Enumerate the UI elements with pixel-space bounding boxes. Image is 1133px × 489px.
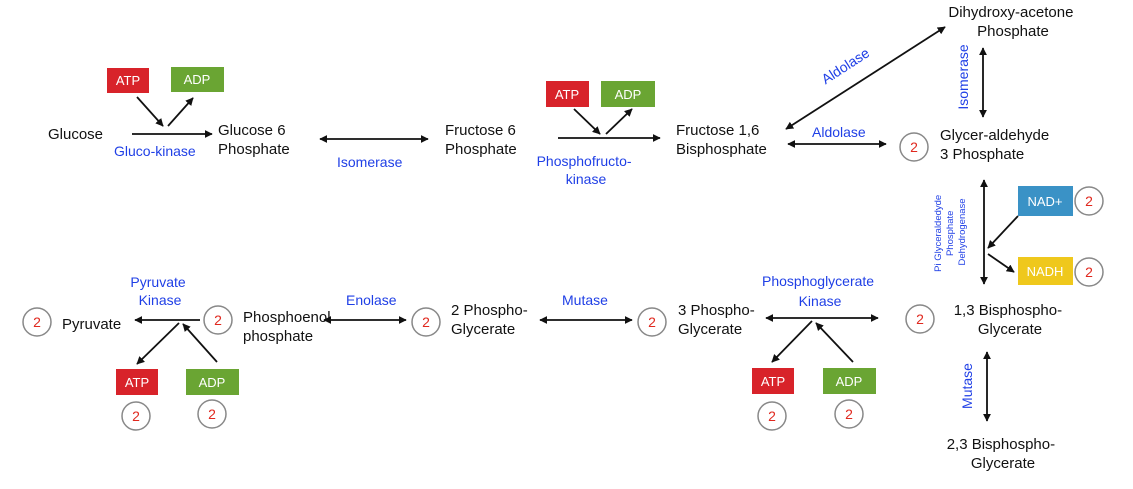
cofactors: ATP ADP ATP ADP NAD+ NADH ATP ADP [107,67,1073,395]
svg-text:2: 2 [1085,193,1093,209]
phosphoenolpyruvate-label: Phosphoenol phosphate [243,309,335,345]
3-phosphoglycerate-label: 3 Phospho- Glycerate [678,302,759,338]
svg-text:NADH: NADH [1027,264,1064,279]
svg-text:ATP: ATP [761,374,785,389]
count-circle-2pg: 2 [411,307,441,337]
svg-text:NAD+: NAD+ [1027,194,1062,209]
glucose-6-phosphate-label: Glucose 6 Phosphate [218,122,290,158]
fructose-1-6-bisphosphate-label: Fructose 1,6 Bisphosphate [676,122,767,158]
pyruvate-kinase-label: Pyruvate Kinase [130,274,189,308]
glucokinase-label: Gluco-kinase [114,143,196,159]
fructose-6-phosphate-label: Fructose 6 Phosphate [445,122,520,158]
svg-text:ADP: ADP [184,72,211,87]
arrow-atp-in-1 [136,96,164,127]
svg-text:ATP: ATP [116,73,140,88]
svg-text:2: 2 [214,312,222,328]
svg-text:ATP: ATP [125,375,149,390]
mutase-horizontal-label: Mutase [562,292,608,308]
glyceraldehyde-3-phosphate-label: Glycer-aldehyde 3 Phosphate [940,127,1053,163]
stoichiometry-circles: 2 2 2 2 2 2 2 2 [22,132,1104,431]
glucose-label: Glucose [48,126,103,143]
svg-text:2: 2 [916,311,924,327]
svg-text:ADP: ADP [615,87,642,102]
aldolase-upper-label: Aldolase [818,44,872,87]
count-circle-3pg: 2 [637,307,667,337]
count-circle-atp-pgk: 2 [757,401,787,431]
adp-box-glucokinase: ADP [171,67,224,92]
count-circle-pyruvate: 2 [22,307,52,337]
arrow-atp-in-2 [573,108,601,135]
isomerase-label-2: Isomerase [955,44,971,110]
2-phosphoglycerate-label: 2 Phospho- Glycerate [451,302,532,338]
svg-text:2: 2 [845,406,853,422]
count-circle-nadh: 2 [1074,257,1104,287]
dihydroxyacetone-phosphate-label: Dihydroxy-acetone Phosphate [948,4,1077,40]
count-circle-atp-pyruvate-kinase: 2 [121,401,151,431]
arrow-atp-out-4 [136,322,180,365]
count-circle-nad-plus: 2 [1074,186,1104,216]
enolase-label: Enolase [346,292,397,308]
phosphofructokinase-label: Phosphofructo- kinase [537,153,636,187]
1-3-bisphosphoglycerate-label: 1,3 Bisphospho- Glycerate [954,302,1067,338]
svg-text:2: 2 [33,314,41,330]
count-circle-adp-pgk: 2 [834,399,864,429]
svg-text:2: 2 [910,139,918,155]
isomerase-label-1: Isomerase [337,154,403,170]
arrow-adp-out-2 [605,108,633,135]
arrow-adp-in-4 [182,323,218,363]
arrow-adp-out-1 [167,97,194,127]
mutase-vertical-label: Mutase [959,363,975,409]
pyruvate-label: Pyruvate [62,316,121,333]
svg-text:2: 2 [648,314,656,330]
g3p-dehydrogenase-label: Pi Glyceraldedyde Phosphate Dehydrogenas… [933,192,968,272]
svg-text:ATP: ATP [555,87,579,102]
atp-box-pfk: ATP [546,81,589,107]
reaction-arrows [132,26,1019,422]
svg-text:2: 2 [132,408,140,424]
adp-box-pfk: ADP [601,81,655,107]
svg-text:ADP: ADP [836,374,863,389]
svg-text:2: 2 [422,314,430,330]
atp-box-pyruvate-kinase: ATP [116,369,158,395]
count-circle-g3p: 2 [899,132,929,162]
count-circle-adp-pyruvate-kinase: 2 [197,399,227,429]
arrow-nadh-out [987,253,1015,273]
aldolase-lower-label: Aldolase [812,124,866,140]
svg-text:2: 2 [1085,264,1093,280]
adp-box-pgk: ADP [823,368,876,394]
svg-text:2: 2 [768,408,776,424]
phosphoglycerate-kinase-label: Phosphoglycerate Kinase [762,273,878,309]
arrow-aldolase-to-dhap [785,26,946,130]
count-circle-1-3-bpg: 2 [905,304,935,334]
arrow-atp-out-3 [771,320,813,363]
count-circle-pep: 2 [203,305,233,335]
adp-box-pyruvate-kinase: ADP [186,369,239,395]
arrow-nad-in [987,215,1019,249]
svg-text:ADP: ADP [199,375,226,390]
nadh-box: NADH [1018,257,1073,285]
atp-box-pgk: ATP [752,368,794,394]
nad-plus-box: NAD+ [1018,186,1073,216]
atp-box-glucokinase: ATP [107,68,149,93]
arrow-adp-in-3 [815,322,854,363]
svg-text:2: 2 [208,406,216,422]
metabolites: Glucose Glucose 6 Phosphate Fructose 6 P… [48,4,1077,472]
2-3-bisphosphoglycerate-label: 2,3 Bisphospho- Glycerate [947,436,1060,472]
